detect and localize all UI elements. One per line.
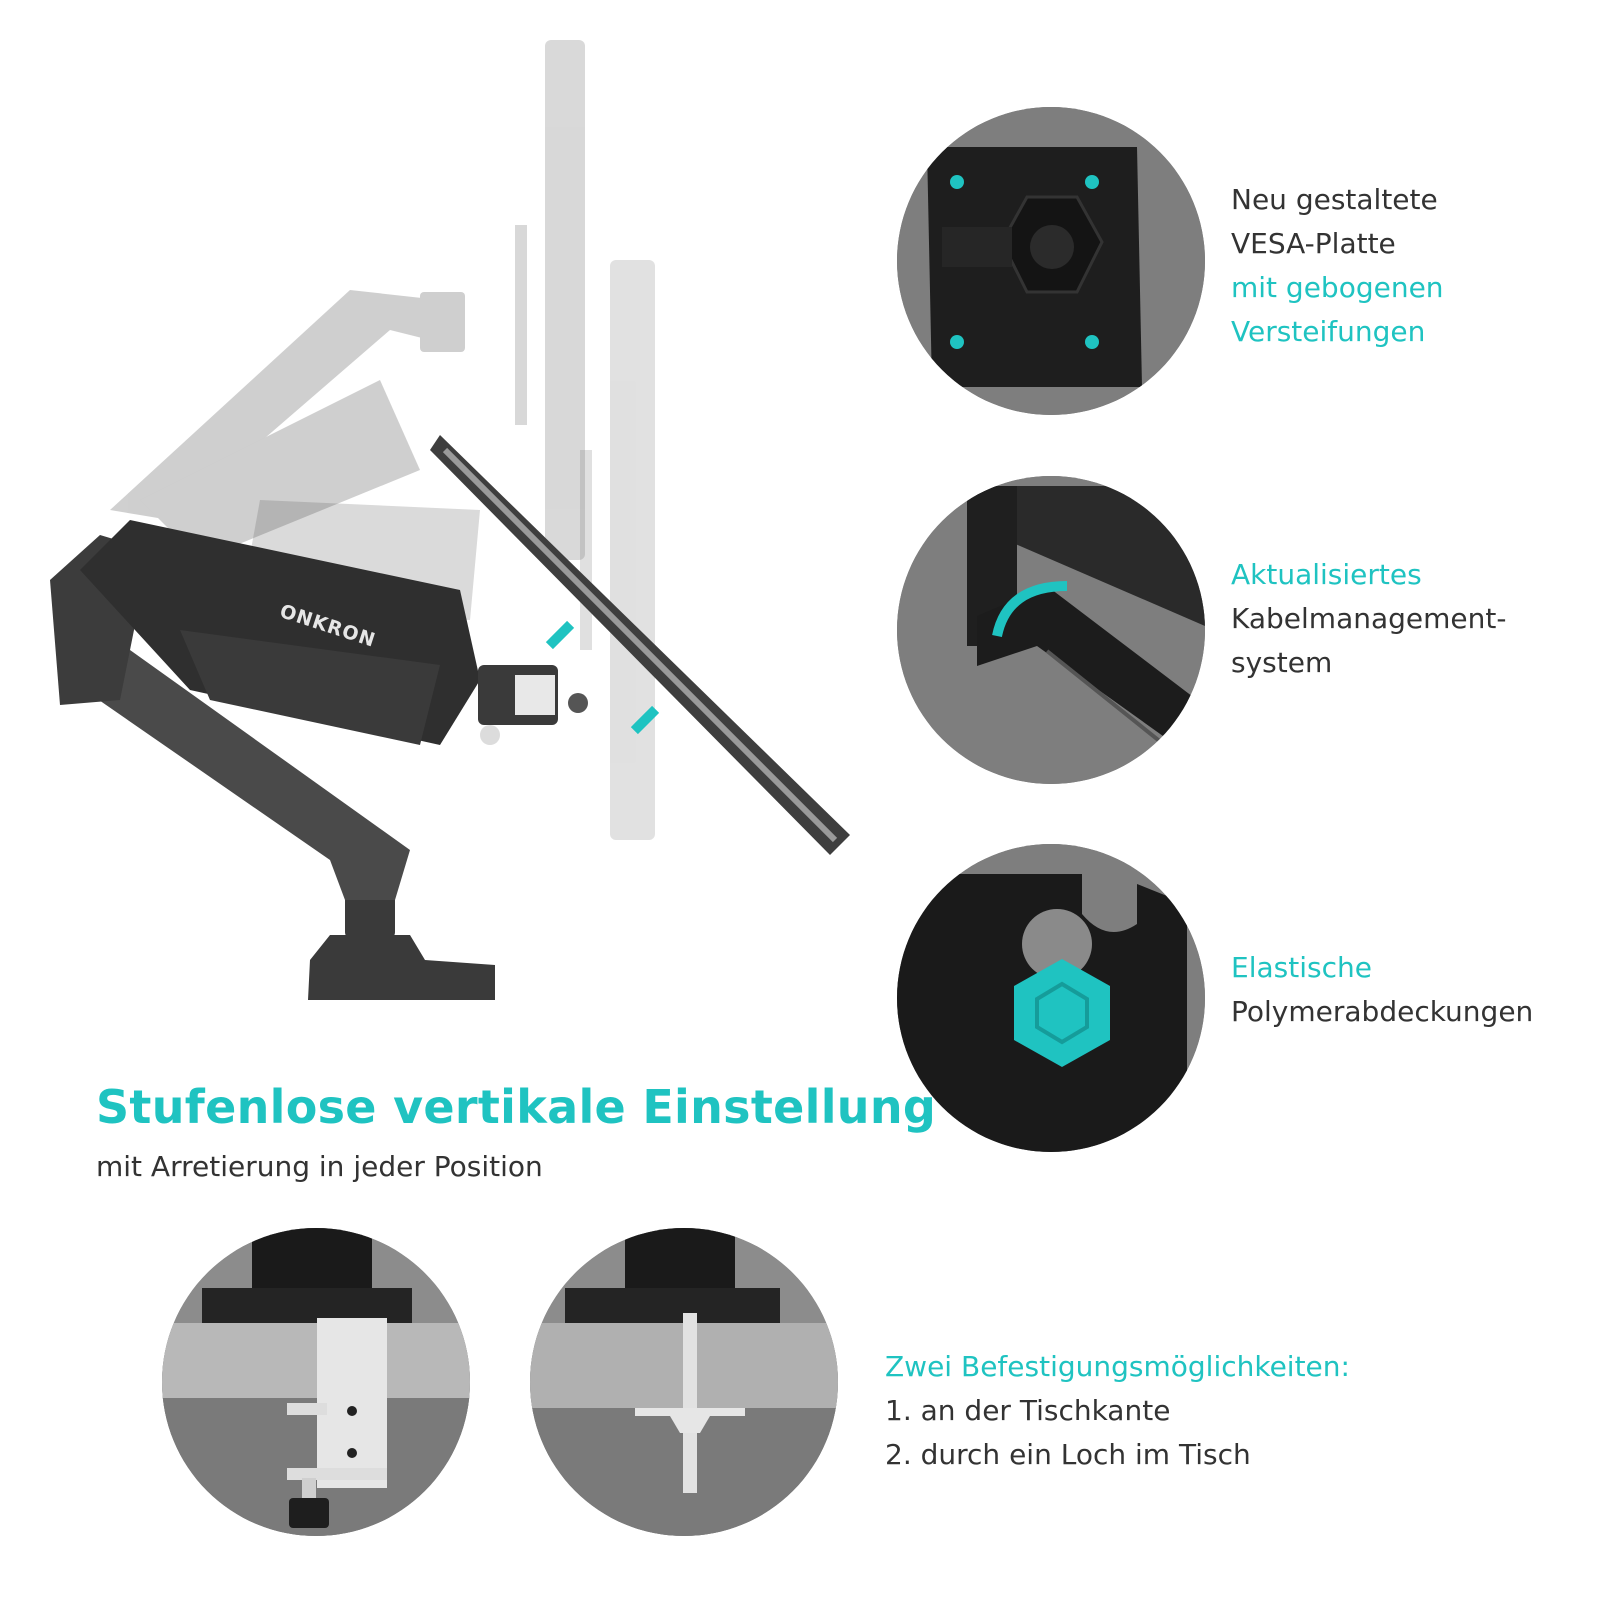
clamp-mount-icon <box>162 1228 470 1536</box>
feature-line: Versteifungen <box>1231 315 1426 348</box>
feature-line: Elastische <box>1231 951 1372 984</box>
mounting-options-text: Zwei Befestigungsmöglichkeiten: 1. an de… <box>885 1345 1350 1477</box>
feature-line: Polymerabdeckungen <box>1231 995 1534 1028</box>
mounting-option-edge: 1. an der Tischkante <box>885 1394 1171 1427</box>
feature-line: Neu gestaltete <box>1231 183 1438 216</box>
monitor-arm-icon <box>50 40 850 1000</box>
headline-subtitle: mit Arretierung in jeder Position <box>96 1150 543 1183</box>
feature-cable-text: Aktualisiertes Kabelmanagement- system <box>1231 553 1506 685</box>
feature-vesa-text: Neu gestaltete VESA-Platte mit gebogenen… <box>1231 178 1444 354</box>
feature-line: mit gebogenen <box>1231 271 1444 304</box>
feature-line: Aktualisiertes <box>1231 558 1422 591</box>
mounting-title: Zwei Befestigungsmöglichkeiten: <box>885 1350 1350 1383</box>
polymer-cover-detail <box>897 844 1205 1152</box>
polymer-cover-icon <box>897 844 1205 1152</box>
grommet-mount-icon <box>530 1228 838 1536</box>
feature-polymer-text: Elastische Polymerabdeckungen <box>1231 946 1533 1034</box>
vesa-plate-icon <box>897 107 1205 415</box>
clamp-mount-detail <box>162 1228 470 1536</box>
grommet-mount-detail <box>530 1228 838 1536</box>
monitor-arm-illustration: ONKRON <box>0 0 880 1040</box>
cable-management-detail <box>897 476 1205 784</box>
cable-management-icon <box>897 476 1205 784</box>
feature-line: VESA-Platte <box>1231 227 1396 260</box>
feature-line: system <box>1231 646 1333 679</box>
headline-title: Stufenlose vertikale Einstellung <box>96 1080 937 1134</box>
feature-line: Kabelmanagement- <box>1231 602 1507 635</box>
vesa-plate-detail <box>897 107 1205 415</box>
mounting-option-hole: 2. durch ein Loch im Tisch <box>885 1438 1251 1471</box>
